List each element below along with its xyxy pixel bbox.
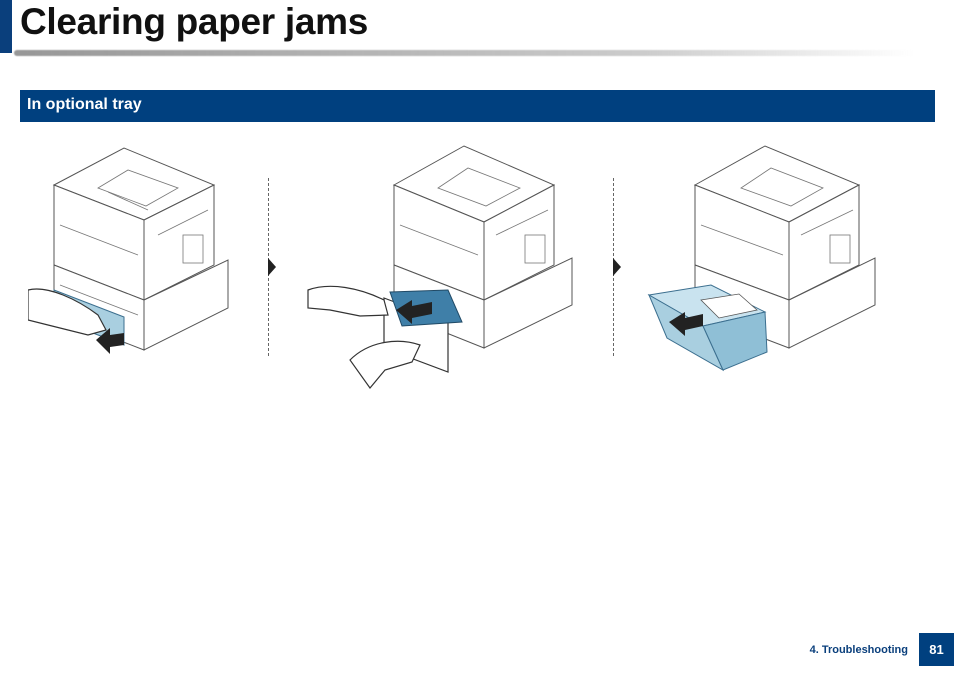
page-number-badge: 81 — [919, 633, 954, 666]
printer-pull-out-tray-icon — [28, 140, 238, 355]
printer-remove-jammed-paper-icon — [300, 140, 580, 390]
footer-chapter: 4. Troubleshooting — [810, 644, 908, 656]
step-arrow-icon — [613, 258, 621, 276]
step-arrow-icon — [268, 258, 276, 276]
printer-insert-tray-icon — [645, 140, 885, 380]
section-title: In optional tray — [27, 96, 142, 114]
title-underline — [14, 50, 914, 56]
page-title: Clearing paper jams — [20, 1, 368, 43]
page-number: 81 — [919, 633, 954, 666]
title-accent-bar — [0, 0, 12, 53]
section-header: In optional tray — [20, 90, 935, 122]
